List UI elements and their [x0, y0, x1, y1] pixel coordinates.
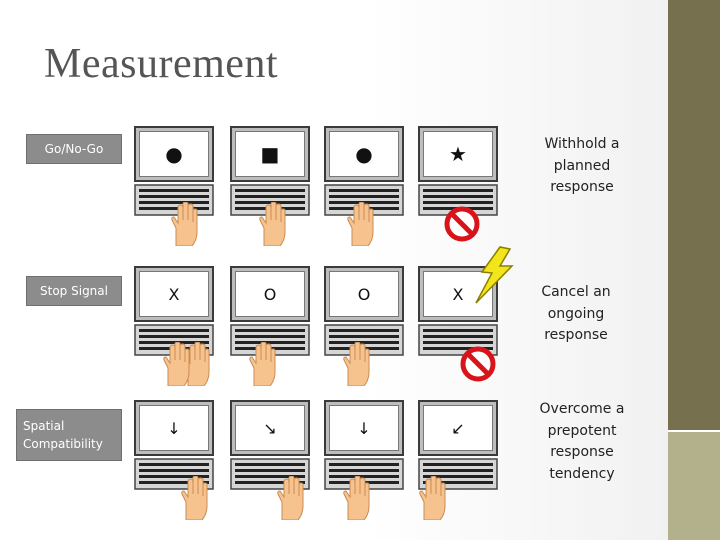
keyboard-icon — [418, 324, 498, 356]
stimulus-symbol: ↓ — [329, 405, 399, 451]
no-entry-icon — [444, 206, 480, 247]
accent-bar-bottom — [668, 432, 720, 540]
computer-cell: ↙ — [418, 400, 498, 521]
description-line: Overcome a — [539, 401, 625, 417]
stimulus-symbol: O — [329, 271, 399, 317]
label-line: Compatibility — [23, 437, 103, 451]
hand-icon — [248, 341, 276, 387]
computer-cell: ● — [134, 126, 214, 247]
keyboard-icon — [418, 458, 498, 490]
description-line: response — [544, 327, 608, 343]
description-stop-signal: Cancel an ongoing response — [528, 282, 624, 347]
computer-monitor-icon: ● — [324, 126, 404, 182]
computer-monitor-icon: ★ — [418, 126, 498, 182]
keyboard-icon — [134, 184, 214, 216]
no-entry-icon — [460, 346, 496, 387]
computer-monitor-icon: ■ — [230, 126, 310, 182]
hand-icon — [346, 201, 374, 247]
slide-title: Measurement — [44, 41, 279, 87]
stimulus-symbol: ↓ — [139, 405, 209, 451]
stimulus-symbol: ● — [329, 131, 399, 177]
description-line: response — [550, 444, 614, 460]
stimulus-symbol: X — [139, 271, 209, 317]
computer-cell: X — [134, 266, 214, 387]
computer-monitor-icon: ↓ — [324, 400, 404, 456]
stimulus-symbol: ● — [139, 131, 209, 177]
stimulus-symbol: ↘ — [235, 405, 305, 451]
computer-cell: ★ — [418, 126, 498, 246]
stimulus-symbol: ★ — [423, 131, 493, 177]
description-line: planned — [553, 157, 611, 174]
computer-monitor-icon: O — [230, 266, 310, 322]
computer-monitor-icon: X — [418, 266, 498, 322]
computer-cell: ● — [324, 126, 404, 247]
stimulus-symbol: ■ — [235, 131, 305, 177]
computer-monitor-icon: O — [324, 266, 404, 322]
description-line: prepotent — [547, 422, 617, 439]
computer-cell: ■ — [230, 126, 310, 247]
hand-icon — [418, 475, 446, 521]
computer-cell: ↘ — [230, 400, 310, 521]
description-line: Withhold a — [544, 136, 620, 152]
label-spatial-compatibility: Spatial Compatibility — [16, 409, 122, 461]
description-go-no-go: Withhold a planned response — [534, 134, 630, 199]
description-line: ongoing — [547, 305, 605, 322]
description-line: response — [550, 179, 614, 195]
computer-monitor-icon: ↙ — [418, 400, 498, 456]
label-stop-signal: Stop Signal — [26, 276, 122, 306]
hand-icon — [342, 341, 370, 387]
description-line: tendency — [549, 465, 615, 482]
label-line: Spatial — [23, 419, 65, 433]
computer-cell: ↓ — [134, 400, 214, 521]
computer-monitor-icon: ● — [134, 126, 214, 182]
accent-bar-top — [668, 0, 720, 430]
hand-icon — [162, 341, 190, 387]
hand-icon — [258, 201, 286, 247]
lightning-bolt-icon — [472, 246, 516, 309]
label-go-no-go: Go/No-Go — [26, 134, 122, 164]
computer-cell: O — [230, 266, 310, 387]
computer-cell: X — [418, 266, 498, 386]
hand-icon — [276, 475, 304, 521]
computer-cell: ↓ — [324, 400, 404, 521]
computer-monitor-icon: ↓ — [134, 400, 214, 456]
hand-icon — [182, 341, 210, 387]
computer-monitor-icon: X — [134, 266, 214, 322]
hand-icon — [180, 475, 208, 521]
stimulus-symbol: ↙ — [423, 405, 493, 451]
computer-monitor-icon: ↘ — [230, 400, 310, 456]
description-line: Cancel an — [541, 284, 611, 300]
stimulus-symbol: O — [235, 271, 305, 317]
computer-cell: O — [324, 266, 404, 387]
description-spatial-compatibility: Overcome a prepotent response tendency — [534, 399, 630, 485]
hand-icon — [342, 475, 370, 521]
hand-icon — [170, 201, 198, 247]
